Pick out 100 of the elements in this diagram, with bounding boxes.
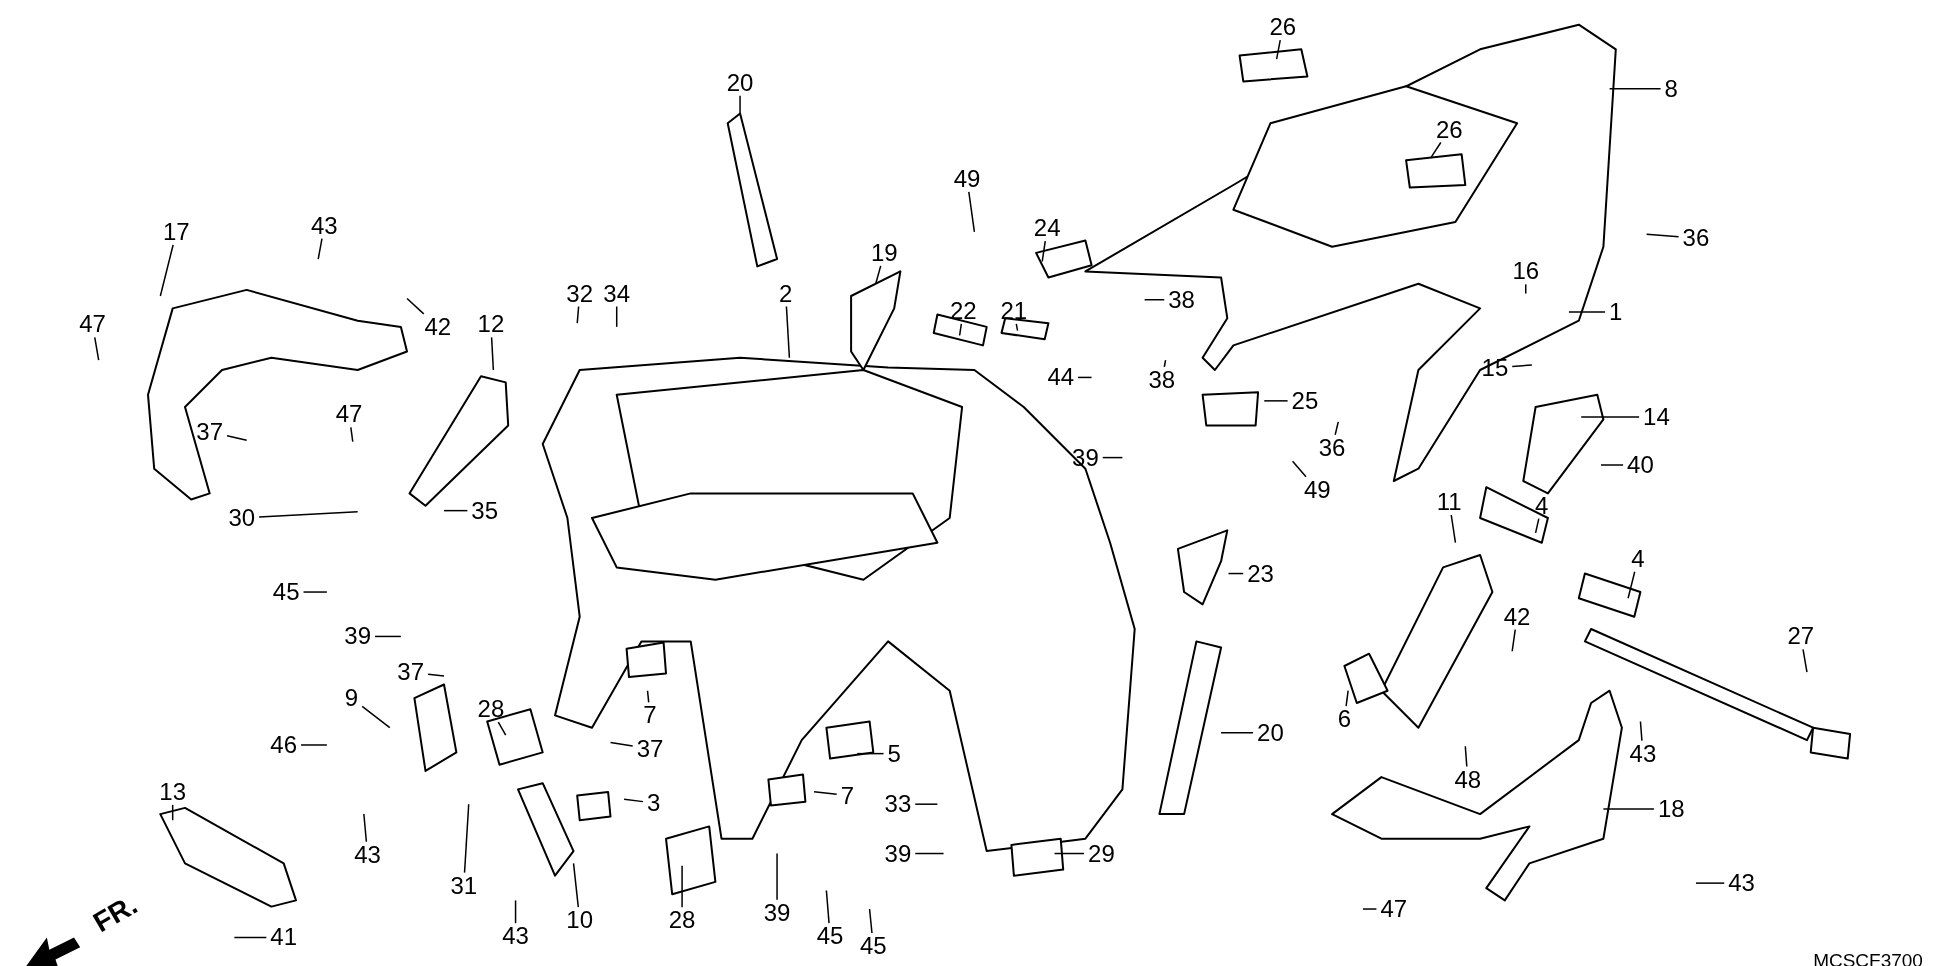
leader-line — [233, 936, 268, 939]
leader-line — [856, 752, 885, 755]
leader-line — [1275, 39, 1281, 60]
leader-line — [1602, 808, 1655, 810]
leader-line — [317, 237, 323, 260]
leader-line — [350, 426, 354, 443]
callout-number: 37 — [634, 735, 666, 762]
callout-number: 43 — [352, 841, 383, 868]
callout-number: 38 — [1146, 366, 1178, 393]
callout-number: 43 — [500, 923, 531, 950]
callout-number: 5 — [885, 740, 903, 767]
callout-number: 31 — [448, 872, 480, 899]
leader-line — [406, 297, 425, 315]
leader-line — [302, 591, 328, 593]
callout-number: 41 — [268, 924, 299, 951]
callout-number: 29 — [1086, 840, 1117, 867]
leader-line — [171, 804, 174, 821]
callout-number: 39 — [1070, 444, 1101, 471]
callout-number: 47 — [333, 401, 365, 428]
callout-number: 47 — [1378, 896, 1410, 922]
callout-number: 7 — [838, 782, 856, 809]
callout-number: 49 — [951, 165, 983, 192]
callout-number: 38 — [1166, 286, 1197, 313]
leader-line — [868, 908, 873, 934]
leader-line — [1645, 233, 1680, 238]
leader-line — [813, 791, 838, 796]
callout-number: 9 — [342, 685, 361, 712]
leader-line — [1362, 908, 1378, 910]
leader-line — [968, 191, 976, 233]
leader-line — [1345, 689, 1349, 707]
leader-line — [1600, 464, 1624, 466]
callout-number: 28 — [475, 696, 507, 723]
callout-number: 33 — [882, 791, 914, 818]
leader-line — [1511, 364, 1533, 368]
leader-line — [739, 94, 741, 115]
callout-number: 45 — [270, 579, 302, 606]
leader-line — [681, 865, 683, 908]
leader-line — [363, 813, 368, 843]
leader-line — [914, 803, 939, 805]
callout-number: 28 — [666, 907, 698, 934]
callout-number: 12 — [475, 311, 507, 338]
callout-number: 37 — [395, 659, 427, 686]
callout-number: 18 — [1655, 796, 1687, 823]
callout-number: 8 — [1662, 75, 1680, 102]
leader-line — [1568, 311, 1606, 313]
callout-number: 39 — [761, 899, 793, 926]
callout-number: 23 — [1245, 560, 1276, 587]
callout-number: 4 — [1629, 545, 1647, 572]
leader-line — [94, 336, 100, 361]
callout-number: 37 — [194, 418, 225, 445]
leader-line — [623, 798, 644, 803]
leader-line — [1511, 628, 1516, 652]
callout-number: 36 — [1316, 434, 1348, 461]
leader-line — [258, 511, 359, 518]
callout-number: 14 — [1641, 403, 1672, 430]
leader-line — [1695, 882, 1725, 884]
callout-number: 6 — [1335, 706, 1354, 733]
callout-number: 2 — [777, 280, 795, 307]
leader-line — [1220, 731, 1254, 734]
drawing-code: MCSCF3700 — [1813, 949, 1923, 966]
callout-number: 10 — [564, 907, 596, 934]
callout-number: 26 — [1433, 116, 1465, 143]
leader-line — [497, 721, 507, 736]
leader-line — [1263, 400, 1289, 402]
callout-number: 42 — [422, 313, 454, 340]
callout-number: 3 — [645, 789, 663, 816]
callout-number: 17 — [161, 218, 192, 245]
callout-number: 40 — [1625, 452, 1656, 478]
callout-number: 13 — [157, 778, 188, 805]
callout-number: 4 — [1533, 492, 1551, 519]
leader-line — [1077, 376, 1093, 379]
callout-number: 20 — [724, 69, 756, 96]
leader-line — [374, 635, 402, 638]
callout-number: 36 — [1680, 225, 1712, 252]
callout-number: 30 — [226, 505, 258, 532]
leader-line — [1163, 359, 1167, 368]
leader-line — [576, 305, 580, 324]
leader-line — [1608, 88, 1662, 90]
callout-number: 26 — [1267, 14, 1299, 41]
leader-line — [1227, 572, 1244, 575]
leader-line — [1639, 720, 1643, 742]
callout-number: 32 — [564, 280, 596, 307]
leader-line — [361, 705, 391, 729]
leader-line — [427, 673, 445, 677]
callout-number: 45 — [814, 923, 846, 950]
callout-number: 43 — [309, 212, 340, 239]
leader-line — [1802, 648, 1808, 673]
leader-line — [1334, 421, 1339, 436]
callout-number: 39 — [342, 623, 374, 650]
leader-line — [958, 323, 963, 337]
leader-line — [572, 862, 580, 908]
leader-line — [1053, 852, 1085, 855]
leader-line — [159, 244, 174, 297]
callout-number: 43 — [1726, 870, 1757, 897]
callout-number: 7 — [641, 702, 659, 729]
callout-number: 16 — [1510, 258, 1542, 285]
leader-line — [1143, 298, 1165, 301]
leader-line — [914, 852, 945, 855]
callout-number: 27 — [1785, 623, 1817, 650]
leader-line — [1534, 517, 1540, 534]
